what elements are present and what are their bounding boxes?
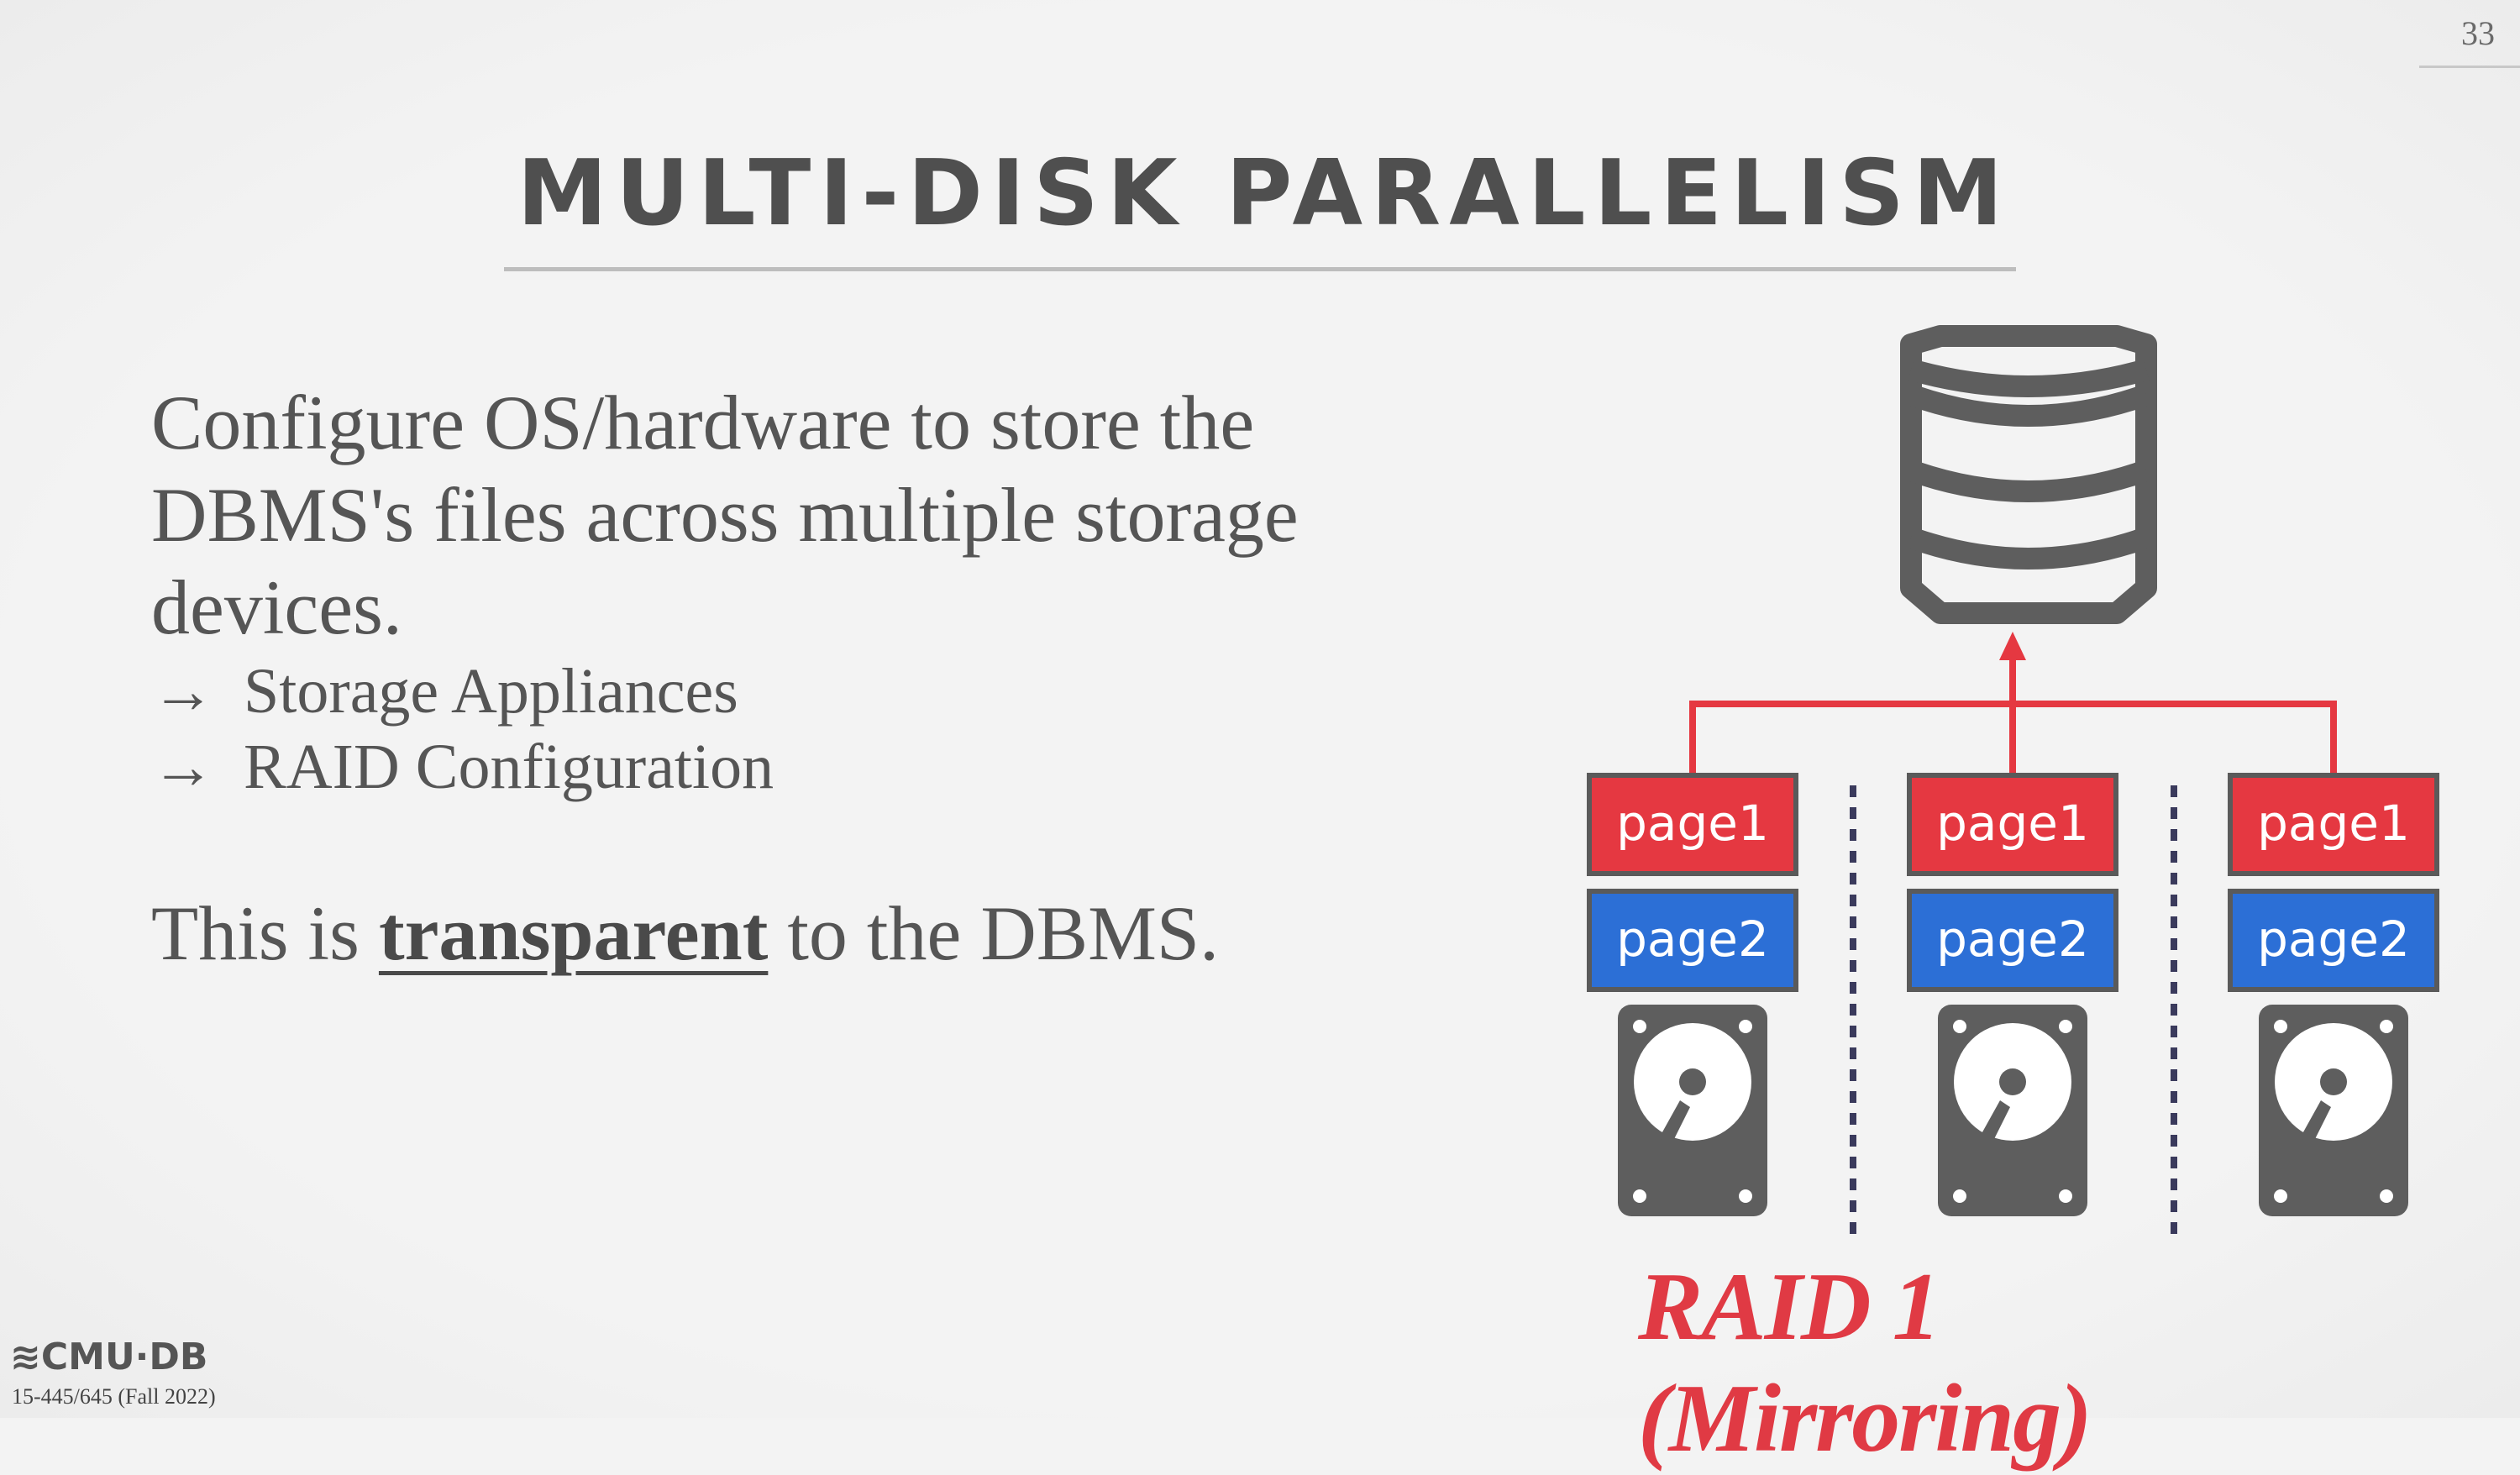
disk-column-3: page1 page2 <box>2228 773 2439 1216</box>
page1-box <box>1587 773 1798 876</box>
statement-prefix: This is <box>151 890 379 976</box>
page1-box <box>2228 773 2439 876</box>
statement-suffix: to the DBMS. <box>768 890 1220 976</box>
page2-label: page2 <box>1616 911 1769 968</box>
page2-box <box>2228 889 2439 992</box>
disk-column-2: page1 page2 <box>1907 773 2118 1216</box>
emphasis-word: transparent <box>378 890 769 976</box>
arrow-icon: → <box>151 656 215 727</box>
hard-disk-icon <box>2259 1005 2408 1216</box>
page2-box <box>1907 889 2118 992</box>
bullet-item: → Storage Appliances <box>151 654 774 729</box>
page2-box <box>1587 889 1798 992</box>
page2-label: page2 <box>1936 911 2089 968</box>
raid-diagram: page1 page2 page1 page2 <box>1587 325 2439 1239</box>
page1-box <box>1907 773 2118 876</box>
hard-disk-icon <box>1618 1005 1767 1216</box>
disk-column-1: page1 page2 <box>1587 773 1798 1216</box>
page1-label: page1 <box>1936 795 2089 852</box>
hard-disk-icon <box>1938 1005 2087 1216</box>
page1-label: page1 <box>2257 795 2410 852</box>
arrow-icon: → <box>151 732 215 802</box>
page-number-rule <box>2419 66 2520 68</box>
page2-label: page2 <box>2257 911 2410 968</box>
slide-background <box>0 0 2520 1418</box>
page-number: 33 <box>2461 14 2495 52</box>
slide-title: MULTI-DISK PARALLELISM <box>517 141 2012 246</box>
course-label: 15-445/645 (Fall 2022) <box>12 1384 216 1409</box>
logo-text: CMU·DB <box>40 1336 208 1378</box>
bullet-item: → RAID Configuration <box>151 729 774 805</box>
arrow-up-icon <box>1999 632 2026 660</box>
page1-label: page1 <box>1616 795 1769 852</box>
bullet-text: RAID Configuration <box>244 732 774 802</box>
mirror-connectors <box>1689 651 2337 777</box>
main-paragraph: Configure OS/hardware to store the DBMS'… <box>151 380 1299 650</box>
raid-caption: RAID 1 (Mirroring) <box>1638 1253 2092 1472</box>
bullet-text: Storage Appliances <box>244 656 738 727</box>
transparent-statement: This is transparent to the DBMS. <box>151 889 1219 978</box>
database-icon <box>1900 325 2157 624</box>
database-logo-icon: ≋ <box>10 1336 41 1378</box>
bullet-list: → Storage Appliances → RAID Configuration <box>151 654 774 805</box>
cmu-db-logo: ≋CMU·DB <box>10 1336 207 1378</box>
title-underline <box>504 267 2016 271</box>
